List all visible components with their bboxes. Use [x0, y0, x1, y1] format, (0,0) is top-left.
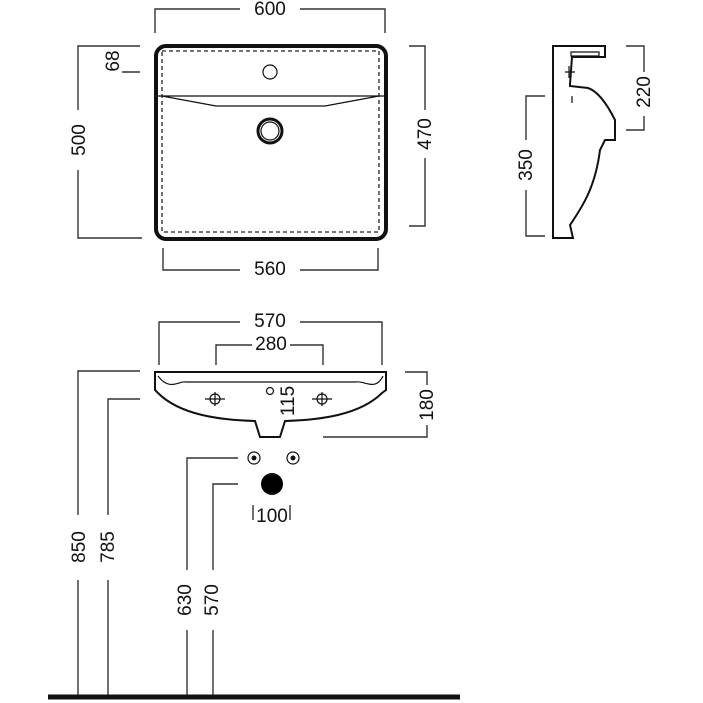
label-100: 100: [256, 506, 288, 527]
label-500: 500: [69, 124, 90, 156]
drain-hole: [256, 117, 284, 145]
label-115: 115: [278, 386, 299, 416]
inner-bowl-outline: [161, 50, 380, 233]
top-view: 600 560 500 68 470: [69, 0, 436, 280]
tap-hole: [262, 64, 278, 80]
label-560: 560: [254, 259, 286, 280]
supply-left: [247, 451, 261, 465]
dim-470: [409, 45, 426, 227]
dim-570-width: [158, 321, 383, 365]
tap-hole-left-cross: [205, 392, 225, 406]
drain-inner: [260, 121, 280, 141]
label-630: 630: [175, 584, 196, 616]
label-68: 68: [103, 50, 124, 71]
dim-280: [215, 344, 324, 365]
label-600: 600: [254, 0, 286, 20]
dim-570-height: [212, 483, 238, 697]
label-570-height: 570: [202, 584, 223, 616]
label-350: 350: [516, 149, 537, 181]
supply-right: [286, 451, 300, 465]
label-570-width: 570: [254, 311, 286, 332]
basin-rim: [157, 375, 384, 386]
side-detail: [570, 51, 600, 57]
dim-180: [323, 371, 428, 438]
dim-100: [252, 505, 291, 520]
supply-left-dot: [251, 455, 257, 461]
side-view: 220 350: [516, 45, 655, 239]
dim-630: [186, 457, 238, 697]
label-785: 785: [98, 531, 119, 563]
front-view: 570 280 115 180 100: [154, 311, 438, 527]
ledge-line: [158, 95, 384, 107]
tap-hole-right-cross: [312, 392, 332, 406]
height-dimensions: 850 785 630 570: [48, 370, 460, 700]
dim-220: [626, 45, 645, 131]
dim-500: [77, 45, 142, 239]
dim-600: [154, 8, 386, 33]
overflow-hole: [265, 386, 275, 396]
label-470: 470: [415, 118, 436, 150]
dim-850: [77, 370, 140, 697]
supply-right-dot: [290, 455, 296, 461]
label-180: 180: [417, 389, 438, 421]
dim-560: [162, 248, 379, 271]
dim-785: [107, 398, 140, 697]
label-850: 850: [69, 531, 90, 563]
side-profile: [552, 45, 616, 239]
label-280: 280: [255, 334, 287, 355]
dim-350: [525, 95, 545, 237]
side-marks: [565, 66, 575, 103]
waste-outlet: [261, 473, 283, 495]
basin-front: [154, 371, 387, 438]
label-220: 220: [634, 76, 655, 108]
